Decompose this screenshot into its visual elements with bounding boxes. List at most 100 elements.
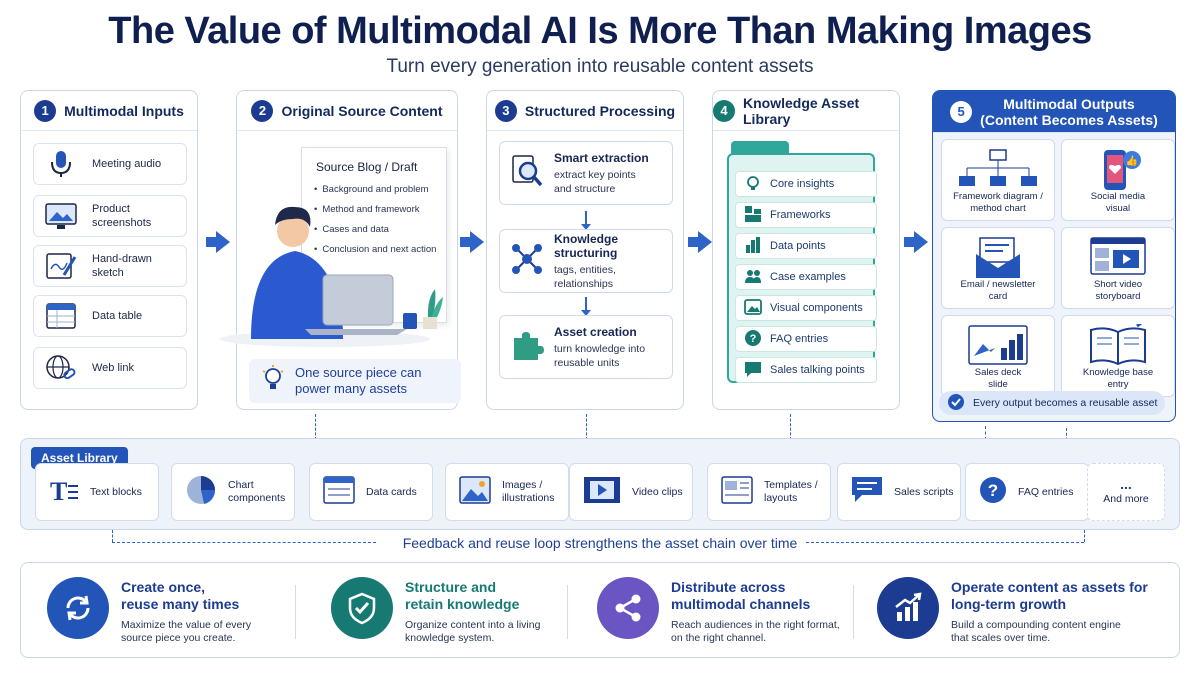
asset-label: Text blocks [90,485,142,498]
input-label: Data table [92,310,143,322]
page-title: The Value of Multimodal AI Is More Than … [108,10,1092,52]
stage-original-source: 2 Original Source Content Source Blog / … [220,90,461,410]
asset-and-more: ... And more [1087,463,1165,521]
output-label: card [988,291,1008,302]
benefit-desc: Maximize the value of every [121,619,252,631]
feedback-dashed-line [112,530,113,542]
input-product-screenshots: Product screenshots [33,195,187,237]
puzzle-piece-icon [510,328,544,367]
outputs-banner: Every output becomes a reusable asset [939,391,1165,415]
person-laptop-illustration [215,189,445,354]
phone-like-icon: 👍 [1062,148,1174,192]
divider [853,585,854,639]
input-label: Meeting audio [92,158,162,170]
growth-chart-icon [877,577,939,639]
stage-title: Structured Processing [524,102,676,119]
library-item-case-examples: Case examples [735,264,877,290]
benefit-desc: that scales over time. [951,632,1051,644]
process-asset-creation: Asset creation turn knowledge into reusa… [499,315,673,379]
lightbulb-icon [261,365,285,397]
stage-knowledge-library: 4 Knowledge Asset Library Core insights … [712,90,900,410]
output-label: Short video [1093,279,1143,290]
asset-sales-scripts: Sales scripts [837,463,961,521]
check-circle-icon [947,393,965,414]
asset-label: Templates / [764,479,818,491]
library-item-sales-talking-points: Sales talking points [735,357,877,383]
stage-header: 2 Original Source Content [237,91,457,131]
asset-faq-entries: ? FAQ entries [965,463,1089,521]
process-desc: reusable units [554,356,620,369]
process-desc: and structure [554,182,616,195]
people-icon [744,267,762,288]
asset-label: Video clips [632,485,683,498]
output-label: slide [988,379,1008,390]
refresh-cycle-icon [47,577,109,639]
source-callout: One source piece can power many assets [249,359,461,403]
flow-arrow [688,231,712,253]
output-framework-diagram: Framework diagram / method chart [941,139,1055,221]
benefit-title: long-term growth [951,596,1067,612]
benefit-title: retain knowledge [405,596,520,612]
benefit-desc: Reach audiences in the right format, [671,619,840,631]
asset-label: Data cards [366,485,417,498]
network-nodes-icon [510,242,544,281]
step-number: 4 [713,99,735,122]
output-email-newsletter: Email / newsletter card [941,227,1055,309]
asset-label: Images / [502,479,543,491]
document-title: Source Blog / Draft [316,160,418,174]
stage-structured-processing: 3 Structured Processing Smart extraction… [486,90,684,410]
process-desc: tags, entities, [554,263,616,276]
input-label: Web link [92,362,134,374]
library-item-label: Data points [770,240,826,252]
asset-label: layouts [764,492,798,504]
divider [567,585,568,639]
stage-title: (Content Becomes Assets) [980,111,1158,128]
stage-title: Multimodal Inputs [64,102,184,119]
flow-arrow [460,231,484,253]
asset-templates: Templates /layouts [707,463,831,521]
stage-header: 4 Knowledge Asset Library [713,91,899,131]
callout-line: power many assets [295,381,407,396]
magnifier-document-icon [510,153,544,194]
banner-text: Every output becomes a reusable asset [973,397,1158,409]
stage-multimodal-outputs: 5 Multimodal Outputs (Content Becomes As… [932,90,1176,422]
document-point: Method and framework [314,204,446,215]
output-label: visual [1105,203,1131,214]
benefit-title: reuse many times [121,596,240,612]
process-knowledge-structuring: Knowledge structuring tags, entities, re… [499,229,673,293]
asset-images: Images /illustrations [445,463,569,521]
flow-arrow-down [581,297,591,316]
chat-bubble-icon [850,475,884,509]
stage-header: 5 Multimodal Outputs (Content Becomes As… [933,91,1175,133]
stage-title: Original Source Content [281,102,443,119]
asset-label: Sales scripts [894,485,954,498]
process-title: Smart extraction [554,150,649,165]
output-sales-deck: Sales deck slide [941,315,1055,397]
benefit-title: Operate content as assets for [951,579,1148,595]
library-item-frameworks: Frameworks [735,202,877,228]
globe-link-icon [44,353,78,383]
asset-data-cards: Data cards [309,463,433,521]
input-meeting-audio: Meeting audio [33,143,187,185]
asset-label: FAQ entries [1018,485,1074,498]
asset-video-clips: Video clips [569,463,693,521]
output-knowledge-base: Knowledge base entry [1061,315,1175,397]
svg-text:?: ? [988,481,998,500]
shield-check-icon [331,577,393,639]
asset-text-blocks: T Text blocks [35,463,159,521]
document-point: Background and problem [314,184,446,195]
benefit-desc: knowledge system. [405,632,495,644]
output-label: entry [1107,379,1129,390]
callout-line: One source piece can [295,365,422,380]
image-icon [458,475,492,509]
library-item-label: Core insights [770,178,835,190]
benefit-create-once: Create once,reuse many times Maximize th… [47,577,317,647]
library-item-label: Case examples [770,271,846,283]
divider [295,585,296,639]
step-number: 5 [950,100,973,123]
output-social-media-visual: 👍 Social media visual [1061,139,1175,221]
stage-multimodal-inputs: 1 Multimodal Inputs Meeting audio Produc… [20,90,198,410]
step-number: 1 [34,99,57,122]
